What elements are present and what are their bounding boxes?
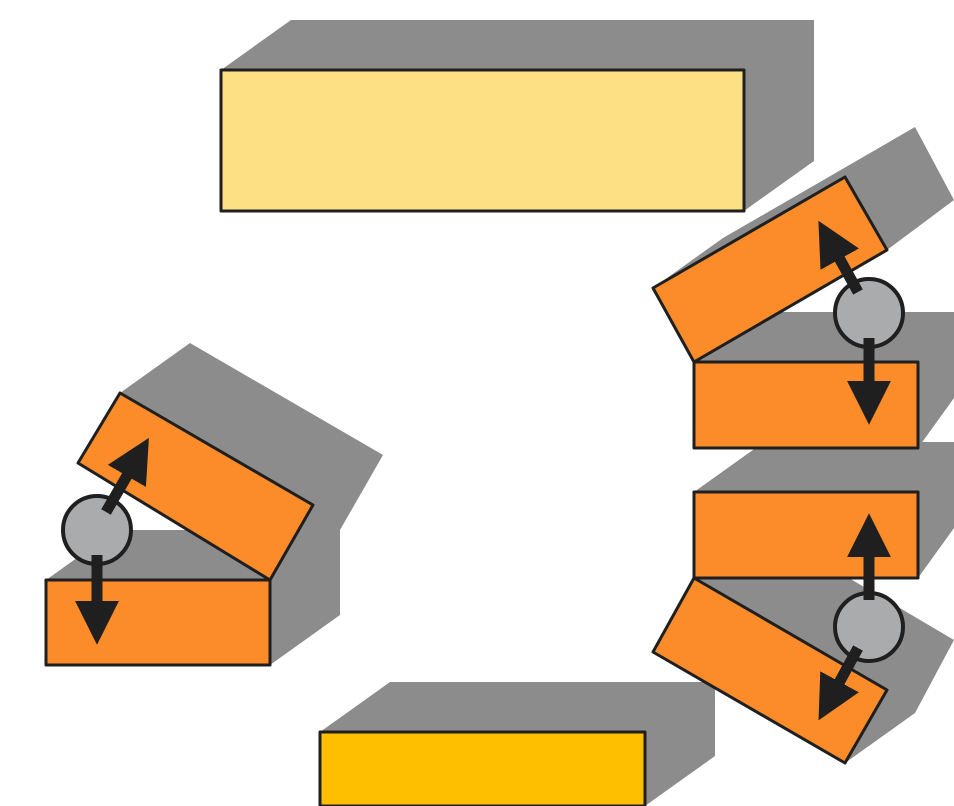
left-arrow-up-tilt [101, 437, 149, 515]
right-lower-base-block [692, 490, 920, 580]
motion-arrows [75, 220, 891, 721]
right-lower-hinge-joint [833, 591, 905, 663]
left-base-block [44, 578, 272, 667]
top-pale-block [219, 68, 746, 213]
right-lower-arrow-down-tilt [818, 645, 863, 721]
left-hinge-joint [61, 494, 133, 566]
right-upper-base-block [692, 360, 920, 450]
right-upper-arrow-up-tilt [818, 220, 863, 295]
hinge-joints [61, 277, 905, 663]
bottom-gold-block [318, 730, 647, 806]
right-upper-hinge-joint [833, 277, 905, 349]
